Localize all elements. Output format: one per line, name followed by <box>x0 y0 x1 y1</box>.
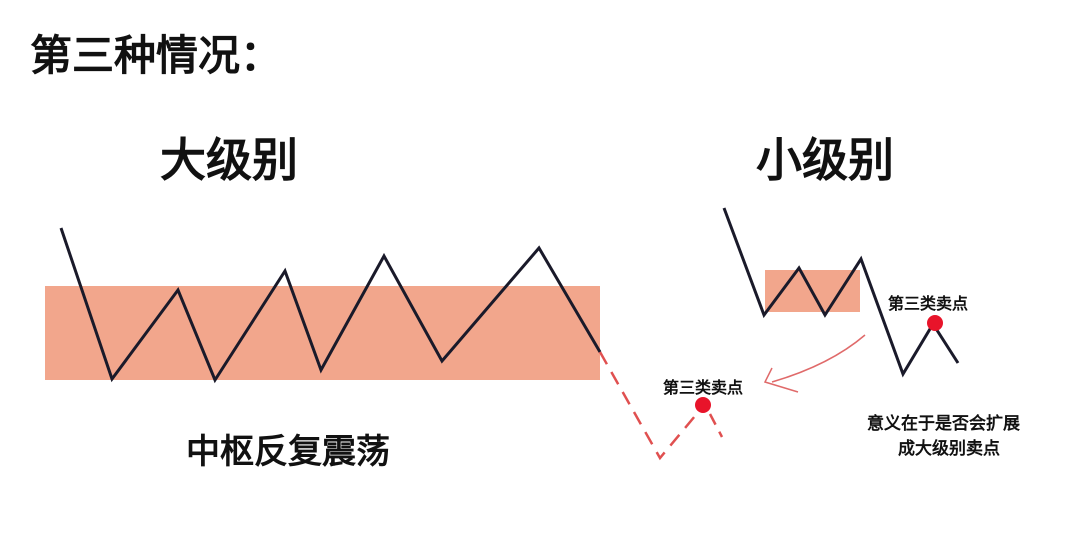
large-price-line <box>59 227 602 384</box>
projected-sell-point-label: 第三类卖点 <box>663 378 744 397</box>
large-level-heading: 大级别 <box>160 133 298 187</box>
note-line-2: 成大级别卖点 <box>898 439 1000 459</box>
page-title: 第三种情况： <box>30 31 283 80</box>
arrow-curve <box>771 334 866 383</box>
small-sell-point-label: 第三类卖点 <box>888 294 969 313</box>
small-level-heading: 小级别 <box>756 133 894 187</box>
note-line-1: 意义在于是否会扩展 <box>867 414 1020 434</box>
projected-dashed-line-tail <box>708 413 724 438</box>
projected-sell-point-dot <box>695 397 711 413</box>
small-sell-point-dot <box>927 315 943 331</box>
arrow-head-icon <box>763 367 799 393</box>
large-caption: 中枢反复震荡 <box>186 432 390 472</box>
small-price-line <box>722 207 960 378</box>
projected-dashed-line <box>598 351 696 461</box>
